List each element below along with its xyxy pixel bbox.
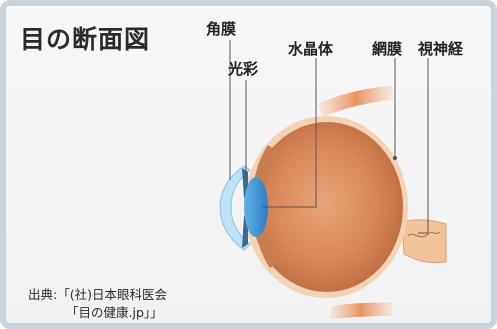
label-lens: 水晶体	[288, 38, 333, 59]
diagram-title: 目の断面図	[20, 20, 150, 56]
source-line-1: 出典:「(社)日本眼科医会	[28, 287, 167, 302]
source-citation: 出典:「(社)日本眼科医会 「目の健康.jp」」	[28, 286, 167, 322]
label-retina: 網膜	[372, 38, 402, 59]
optic-nerve-leader	[418, 58, 428, 233]
retina-dot	[393, 156, 397, 160]
upper-muscle	[318, 86, 394, 117]
label-iris: 光彩	[228, 58, 258, 79]
optic-nerve	[402, 220, 446, 263]
label-cornea: 角膜	[206, 18, 236, 39]
label-optic-nerve: 視神経	[418, 38, 463, 59]
lower-muscle	[330, 303, 392, 319]
source-line-2: 「目の健康.jp」」	[28, 304, 167, 322]
